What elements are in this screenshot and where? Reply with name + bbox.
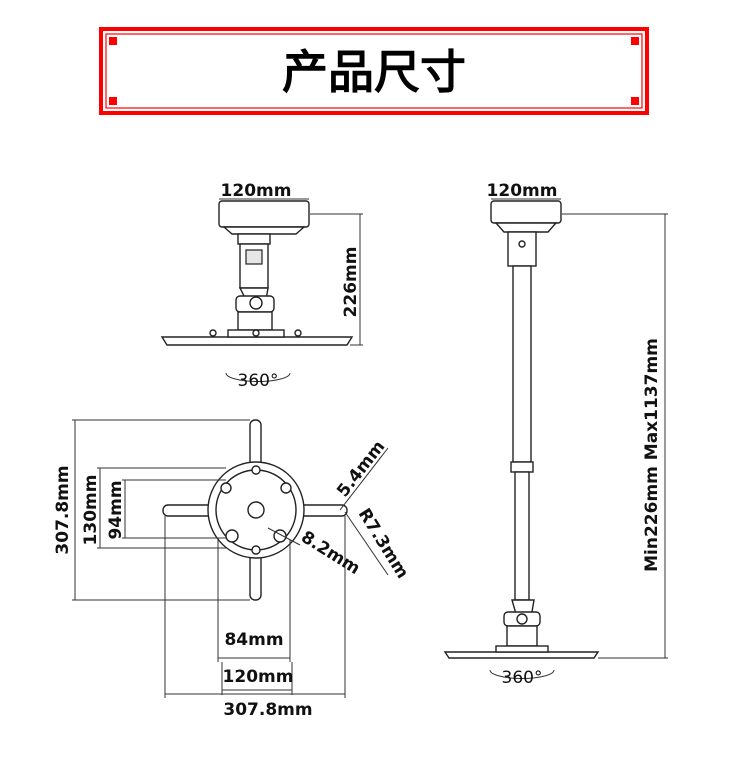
extendable-mount-height-label: Min226mm Max1137mm [642, 338, 662, 572]
slot-radius-label: R7.3mm [354, 505, 413, 582]
plate-outer-height-label: 307.8mm [53, 465, 73, 554]
plate-outer-width-label: 307.8mm [223, 700, 312, 720]
rotation-arrow-icon [225, 372, 291, 383]
plate-inner-height-label: 94mm [106, 480, 126, 539]
plate-inner-width-label: 84mm [224, 630, 283, 650]
plate-mid-width-label: 120mm [223, 667, 294, 687]
page-title: 产品尺寸 [282, 45, 466, 99]
extendable-mount-drawing: 120mm Min226mm Max1137mm 360° [443, 181, 668, 688]
hole-diameter-label: 8.2mm [297, 527, 363, 579]
rotation-arrow-icon [489, 669, 555, 680]
plate-mid-height-label: 130mm [81, 475, 101, 546]
short-mount-width-label: 120mm [221, 181, 292, 201]
plate-view-drawing: 307.8mm 130mm 94mm 84mm 120mm 307.8mm 5.… [53, 419, 413, 720]
short-mount-drawing: 120mm 226mm 360° [160, 181, 363, 391]
short-mount-rotation-label: 360° [238, 371, 279, 391]
extendable-mount-width-label: 120mm [487, 181, 558, 201]
header-banner: 产品尺寸 [99, 27, 649, 115]
extendable-mount-rotation-label: 360° [502, 668, 543, 688]
slot-width-label: 5.4mm [333, 437, 389, 501]
short-mount-height-label: 226mm [341, 247, 361, 318]
